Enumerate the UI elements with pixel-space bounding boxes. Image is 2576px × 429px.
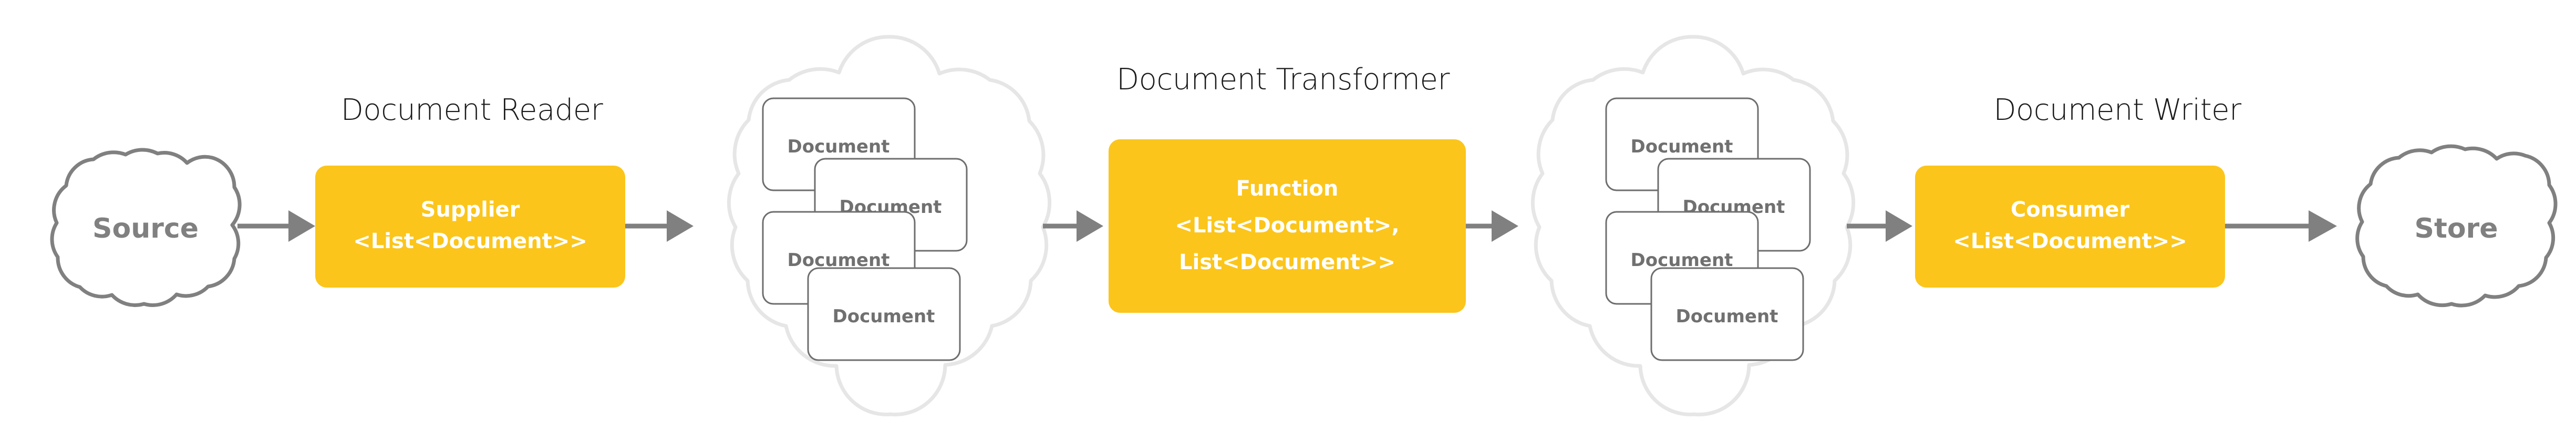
document-card-label: Document [833,306,935,327]
arrowhead-icon [667,210,694,242]
arrowhead-icon [1886,210,1912,242]
function-box-line2: <List<Document>, [1175,213,1399,238]
document-card-shape [1650,267,1804,361]
store-cloud-label: Store [2415,213,2498,244]
left-document-stack: Document Document Document Document [762,97,968,361]
consumer-box[interactable]: Consumer <List<Document>> [1915,166,2225,288]
function-box-line3: List<Document>> [1179,250,1395,274]
source-cloud-label: Source [92,213,199,244]
supplier-box[interactable]: Supplier <List<Document>> [315,166,625,288]
connector-documents-to-consumer [1847,210,1912,242]
function-box-line1: Function [1236,177,1339,201]
store-cloud-shape [2355,144,2558,308]
source-cloud[interactable]: Source [50,148,242,307]
supplier-box-line1: Supplier [421,198,520,222]
store-cloud[interactable]: Store [2355,144,2558,308]
document-card-label: Document [1676,306,1778,327]
document-card[interactable]: Document [807,267,961,361]
document-card-shape [807,267,961,361]
document-card[interactable]: Document [1650,267,1804,361]
document-card-label: Document [788,250,890,271]
connector-supplier-to-documents [625,210,694,242]
function-box-shape [1109,139,1466,313]
connector-consumer-to-store [2225,210,2337,242]
stage-title-writer: Document Writer [1993,93,2241,127]
arrowhead-icon [2309,210,2337,242]
document-card-label: Document [1631,250,1733,271]
document-card-label: Document [788,136,890,157]
consumer-box-line2: <List<Document>> [1953,229,2187,253]
document-card-label: Document [1631,136,1733,157]
arrowhead-icon [1492,210,1518,242]
consumer-box-line1: Consumer [2011,198,2129,222]
arrowhead-icon [288,210,315,242]
connector-documents-to-function [1043,210,1103,242]
stage-title-transformer: Document Transformer [1116,63,1450,97]
source-cloud-shape [50,148,242,307]
right-document-stack: Document Document Document Document [1605,97,1811,361]
consumer-box-shape [1915,166,2225,288]
connector-function-to-documents [1466,210,1518,242]
arrowhead-icon [1077,210,1103,242]
connector-source-to-supplier [237,210,315,242]
function-box[interactable]: Function <List<Document>, List<Document>… [1109,139,1466,313]
supplier-box-line2: <List<Document>> [353,229,587,253]
stage-title-reader: Document Reader [341,93,603,127]
supplier-box-shape [315,166,625,288]
